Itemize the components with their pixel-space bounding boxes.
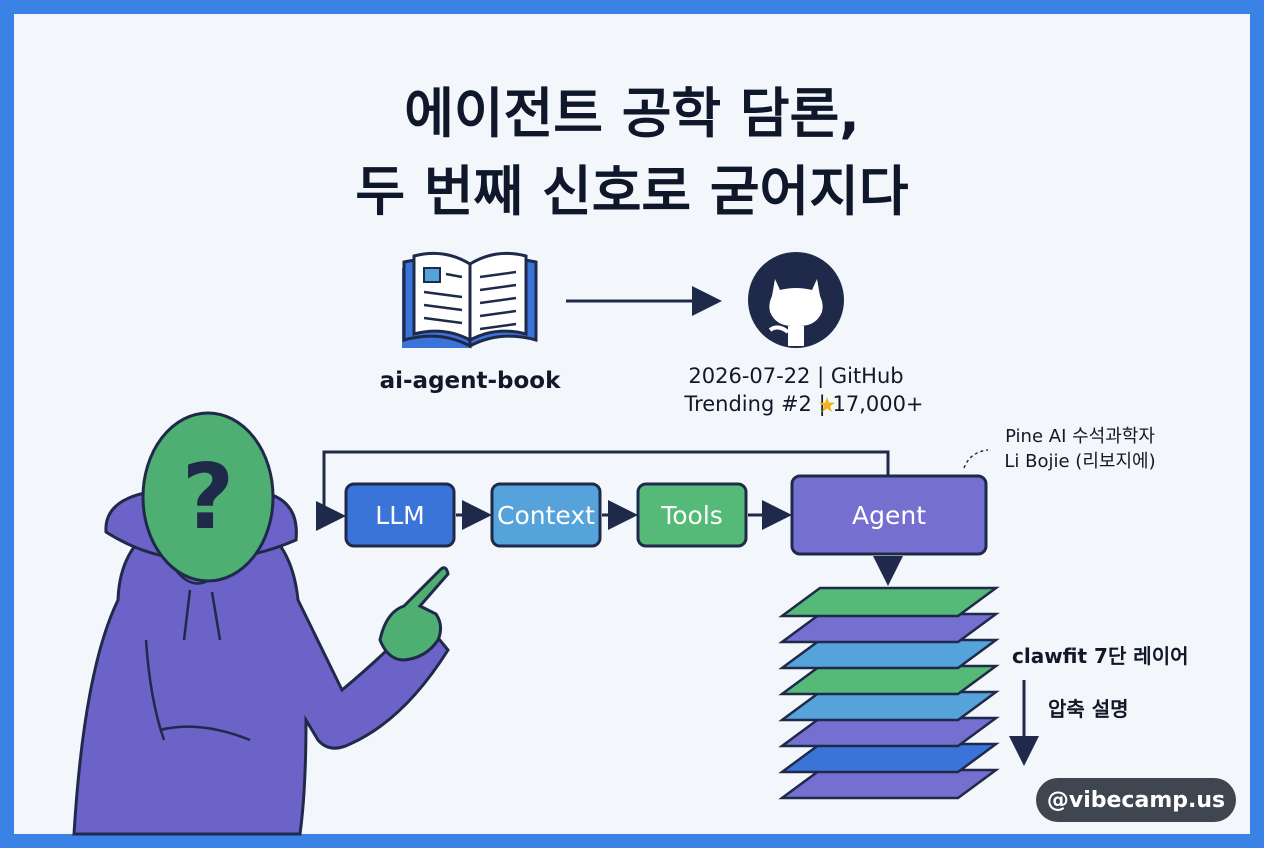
star-icon: ★ [818,393,837,417]
vibecamp-badge[interactable]: @vibecamp.us [1036,778,1236,822]
pipeline-context-label: Context [497,501,595,530]
clawfit-layer-stack [778,586,1000,800]
github-icon [748,252,844,348]
feedback-loop-arrow [316,450,890,531]
layer-7 [778,742,1000,774]
layer-8 [778,768,1000,800]
layer-4 [778,664,1000,696]
layer-1 [778,586,1000,618]
layer-2 [778,612,1000,644]
pipeline-tools-box: Tools [636,482,748,548]
question-mark-icon: ? [182,445,234,550]
github-trending: Trending #2 | [683,392,825,417]
pipeline-context-box: Context [490,482,602,548]
layer-3 [778,638,1000,670]
book-label: ai-agent-book [380,368,562,394]
author-title: Pine AI 수석과학자 [1005,426,1155,447]
open-book-icon [402,251,538,349]
author-name: Li Bojie (리보지에) [1004,451,1155,472]
pointing-hand [378,566,450,662]
pipeline-llm-label: LLM [375,501,424,530]
pipeline-agent-box: Agent [790,474,988,556]
character-head [141,411,275,583]
title-line-1: 에이전트 공학 담론, [404,82,860,145]
pipeline-agent-label: Agent [852,501,926,530]
hoodie-character: ? [72,411,450,836]
pipeline-tools-label: Tools [660,501,723,530]
layer-stack-label: clawfit 7단 레이어 [1012,644,1189,668]
title-line-2: 두 번째 신호로 굳어지다 [355,160,909,223]
github-date-line: 2026-07-22 | GitHub [688,364,903,389]
layer-5 [778,690,1000,722]
compression-label: 압축 설명 [1048,697,1129,721]
github-stars: 17,000+ [832,392,923,416]
pipeline-llm-box: LLM [344,482,456,548]
author-pointer-line [963,449,989,469]
layer-6 [778,716,1000,748]
